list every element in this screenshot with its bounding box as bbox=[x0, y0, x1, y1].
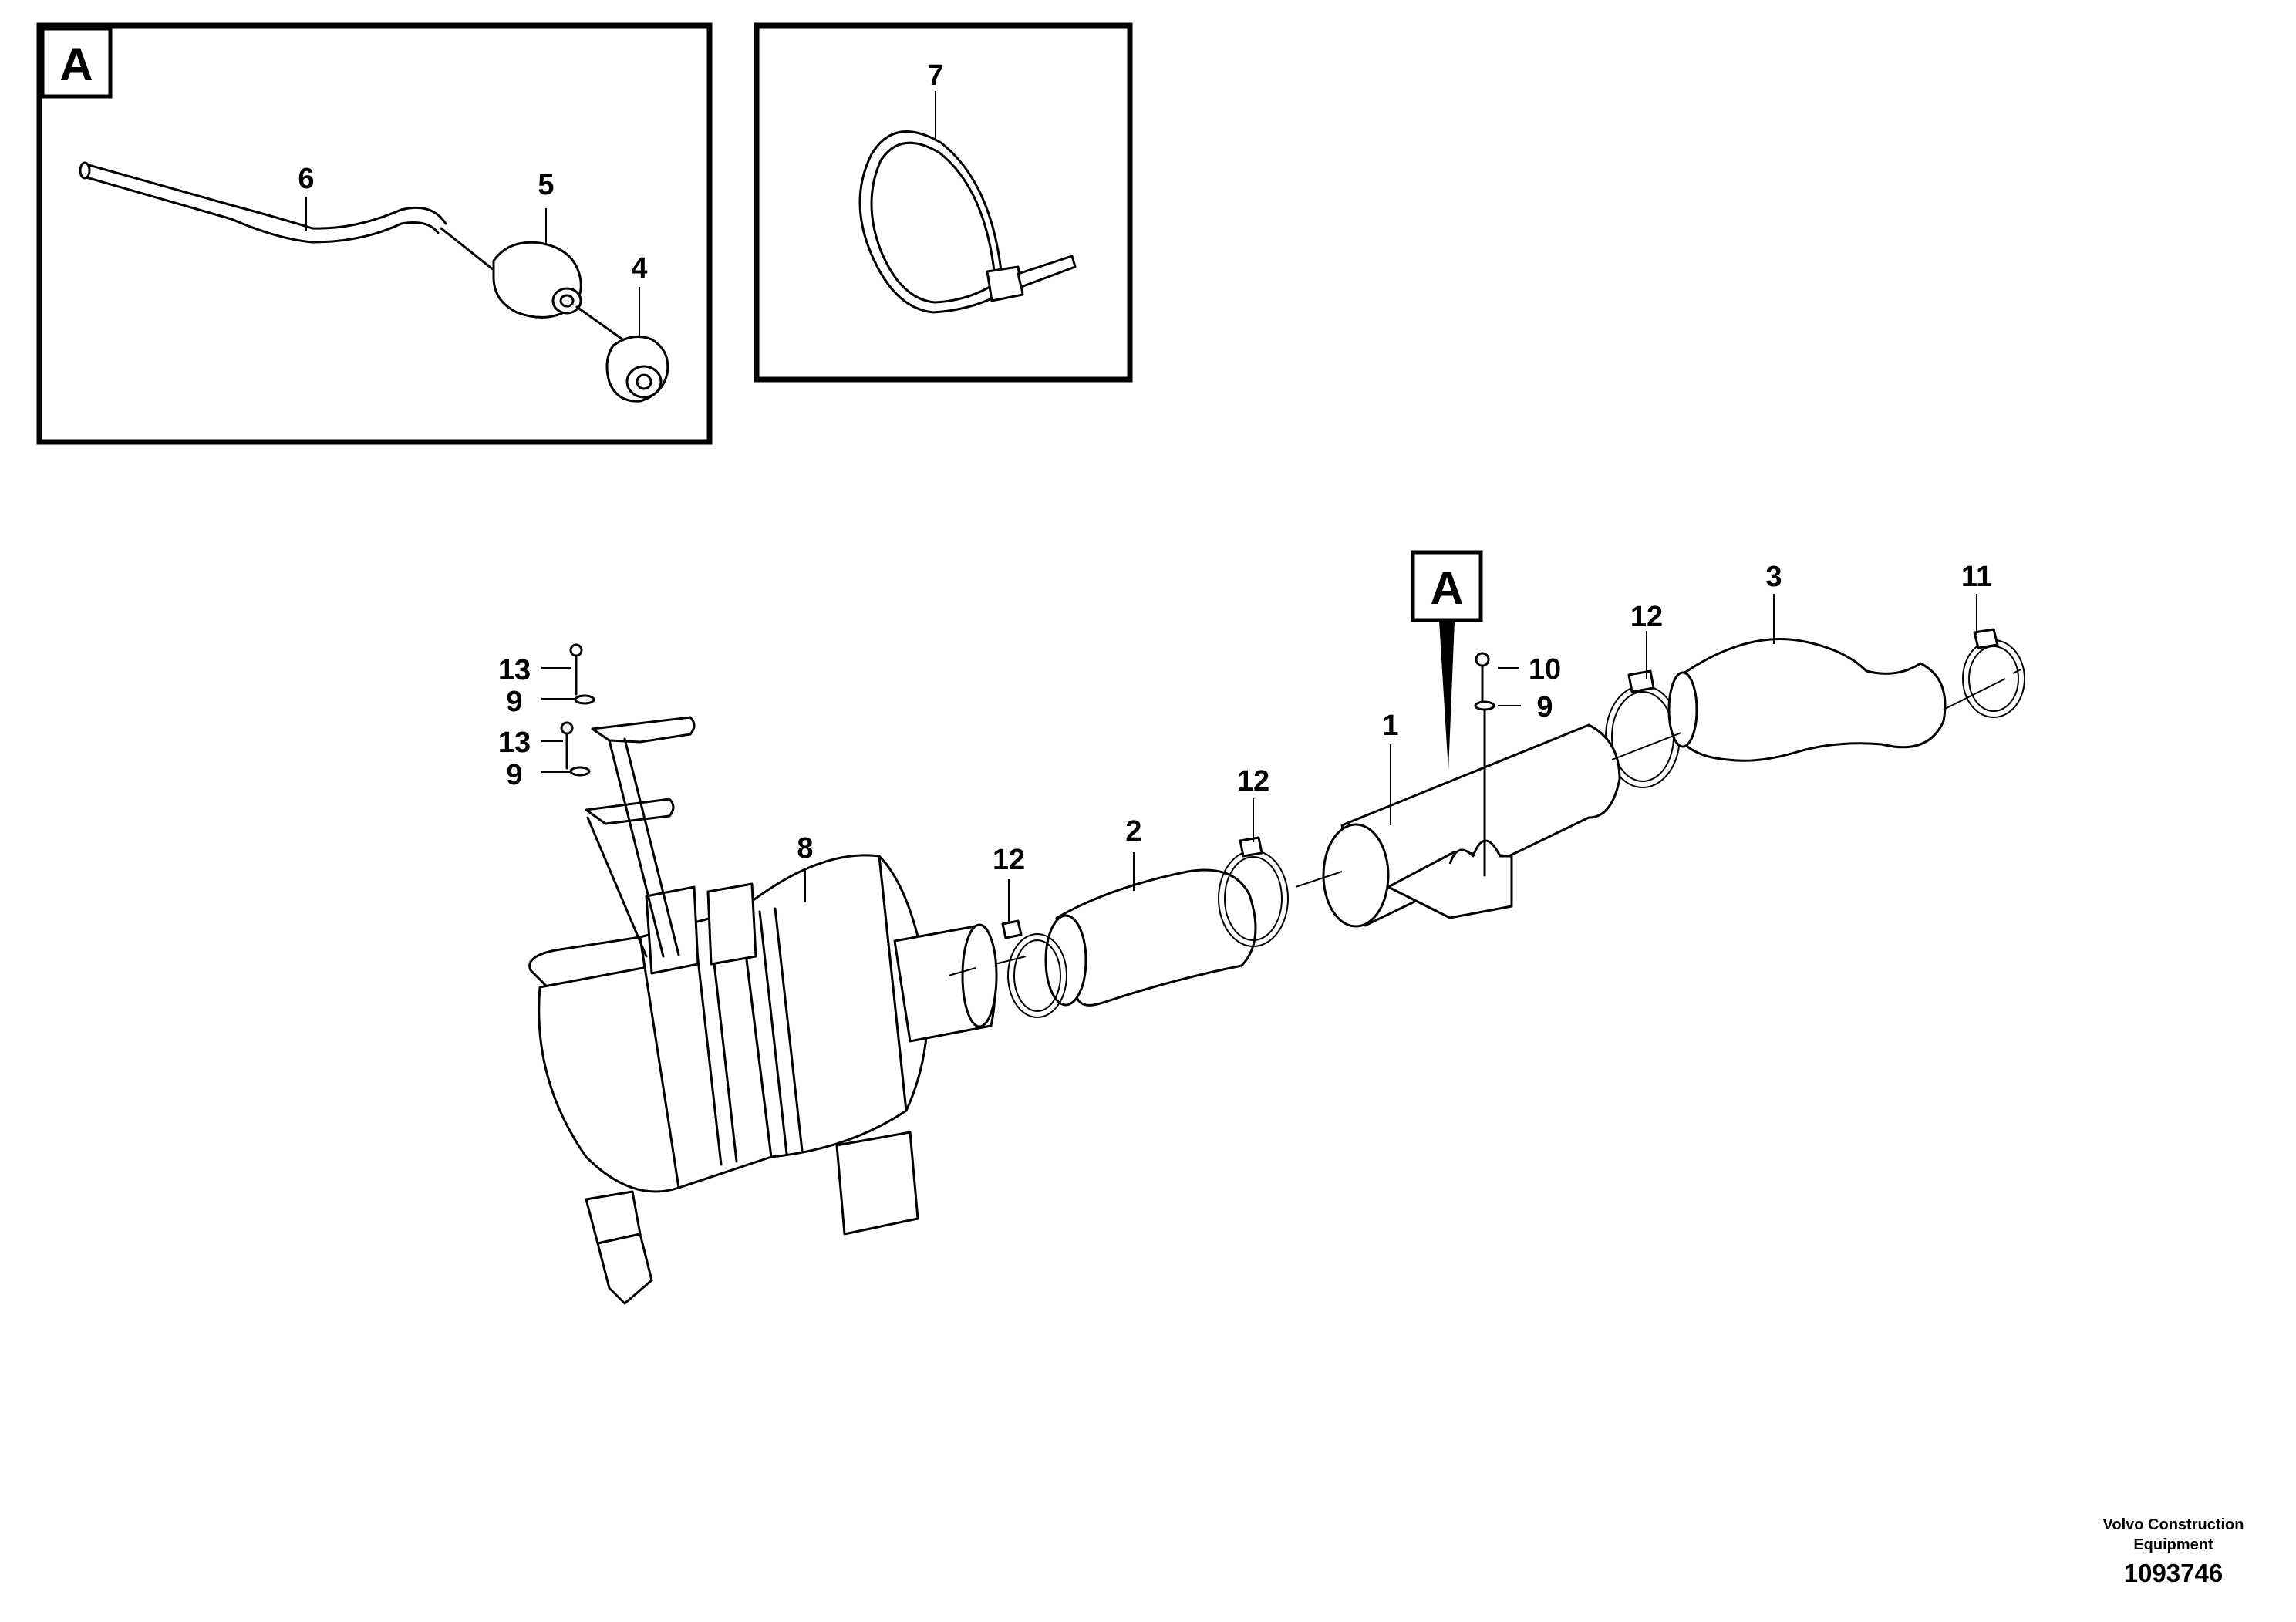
clamp-part-12-middle bbox=[1218, 836, 1289, 947]
drawing-number: 1093746 bbox=[2124, 1559, 2223, 1587]
callout-12-right: 12 bbox=[1630, 601, 1663, 633]
callout-8: 8 bbox=[797, 832, 813, 865]
callout-10: 10 bbox=[1529, 653, 1561, 686]
footer-maker-line1: Volvo Construction bbox=[2103, 1516, 2244, 1533]
detail-box-cable-tie: 7 bbox=[754, 22, 1133, 383]
callout-12-left: 12 bbox=[993, 844, 1025, 876]
callout-2: 2 bbox=[1125, 815, 1141, 848]
callout-9-lower: 9 bbox=[506, 759, 522, 791]
bolt-part-10 bbox=[1474, 652, 1495, 877]
footer-maker-line2: Equipment bbox=[2133, 1536, 2213, 1553]
callout-9-right: 9 bbox=[1536, 691, 1553, 723]
callout-13-lower: 13 bbox=[498, 727, 531, 759]
detail-a-pointer-label: A bbox=[1430, 562, 1463, 614]
callout-6: 6 bbox=[298, 163, 314, 195]
footer: Volvo Construction Equipment 1093746 bbox=[2103, 1516, 2244, 1587]
air-cleaner-part-8 bbox=[528, 854, 998, 1305]
callout-11: 11 bbox=[1961, 561, 1992, 593]
pipe-part-1 bbox=[1322, 723, 1621, 928]
adapter-part-4 bbox=[605, 335, 669, 403]
detail-box-a: A 6 5 4 bbox=[36, 22, 713, 445]
callout-5: 5 bbox=[538, 169, 554, 201]
main-assembly: A 1 2 3 8 9 9 9 10 11 12 12 12 13 13 bbox=[498, 550, 2025, 1305]
callout-7: 7 bbox=[927, 59, 943, 92]
callout-4: 4 bbox=[631, 252, 647, 285]
clamp-part-11 bbox=[1962, 628, 2025, 718]
hose-part-3 bbox=[1667, 637, 1947, 762]
brackets-and-bolts bbox=[560, 643, 696, 958]
indicator-part-5 bbox=[492, 241, 626, 342]
callout-3: 3 bbox=[1765, 561, 1782, 593]
callout-12-middle: 12 bbox=[1237, 765, 1269, 798]
clamp-part-12-left bbox=[1001, 919, 1067, 1018]
callout-13-upper: 13 bbox=[498, 654, 531, 686]
hose-part-6 bbox=[79, 161, 495, 271]
callout-1: 1 bbox=[1382, 710, 1398, 742]
detail-box-a-label: A bbox=[59, 39, 93, 90]
detail-a-pointer: A bbox=[1411, 550, 1483, 771]
cable-tie-part-7 bbox=[858, 130, 1077, 314]
callout-9-upper: 9 bbox=[506, 686, 522, 718]
hose-part-2 bbox=[1044, 868, 1257, 1007]
assembly-axis-line bbox=[948, 669, 2021, 976]
